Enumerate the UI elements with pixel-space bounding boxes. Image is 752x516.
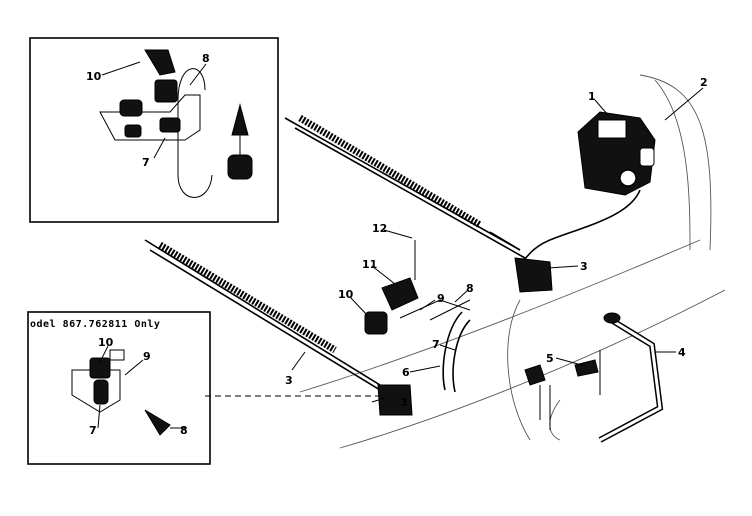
inset-pilot-burner (119, 99, 143, 117)
pilot-parts-center (364, 240, 471, 393)
callout-7: 7 (142, 156, 150, 169)
callout-9: 9 (437, 292, 445, 305)
inset2-frame (27, 311, 211, 465)
callout-10-inset2: 10 (98, 336, 114, 349)
callout-3-right: 3 (580, 260, 588, 273)
inset2-bracket (71, 369, 121, 413)
inset2-cap (109, 349, 125, 361)
callout-11: 11 (362, 258, 377, 271)
burner-rod-lower (144, 239, 386, 394)
inset2-pilot (93, 379, 109, 405)
inset-frame (29, 37, 279, 223)
inset-cap (144, 49, 176, 76)
callout-1: 1 (588, 90, 596, 103)
burner-rod-upper (284, 114, 526, 259)
callout-5: 5 (546, 352, 554, 365)
callout-8-inset2: 8 (180, 424, 188, 437)
callout-7-inset2: 7 (89, 424, 97, 437)
callout-10: 10 (86, 70, 102, 83)
callout-8: 8 (202, 52, 210, 65)
callout-8: 8 (466, 282, 474, 295)
callout-3-left: 3 (285, 374, 293, 387)
inset-bracket (99, 94, 201, 141)
callout-3-bottom: 3 (400, 396, 408, 409)
callout-2: 2 (700, 76, 708, 89)
inset2-burner (89, 357, 111, 379)
inset-nut (124, 124, 142, 138)
inset2-electrode (144, 409, 171, 436)
inset-tube (177, 68, 213, 198)
inset-pilot-assembly: 10 8 7 (29, 37, 279, 223)
bracket-lower (377, 384, 413, 416)
inset-model-867: odel 867.762811 Only 10 9 7 8 (27, 311, 211, 465)
callout-6: 6 (402, 366, 410, 379)
pipe-assembly (598, 312, 664, 443)
bracket-right (514, 257, 553, 293)
inset-fitting (159, 117, 181, 133)
callout-12: 12 (372, 222, 387, 235)
inset-burner-head (154, 79, 178, 103)
part-5 (524, 350, 601, 430)
callout-9-inset2: 9 (143, 350, 151, 363)
callout-10: 10 (338, 288, 354, 301)
callout-4: 4 (678, 346, 686, 359)
gas-valve (577, 111, 656, 196)
inset-igniter-base (227, 154, 253, 180)
callout-7: 7 (432, 338, 440, 351)
inset-title: odel 867.762811 Only (30, 319, 160, 330)
thermocouple-tube (519, 189, 641, 266)
inset-igniter-tip (231, 103, 249, 136)
